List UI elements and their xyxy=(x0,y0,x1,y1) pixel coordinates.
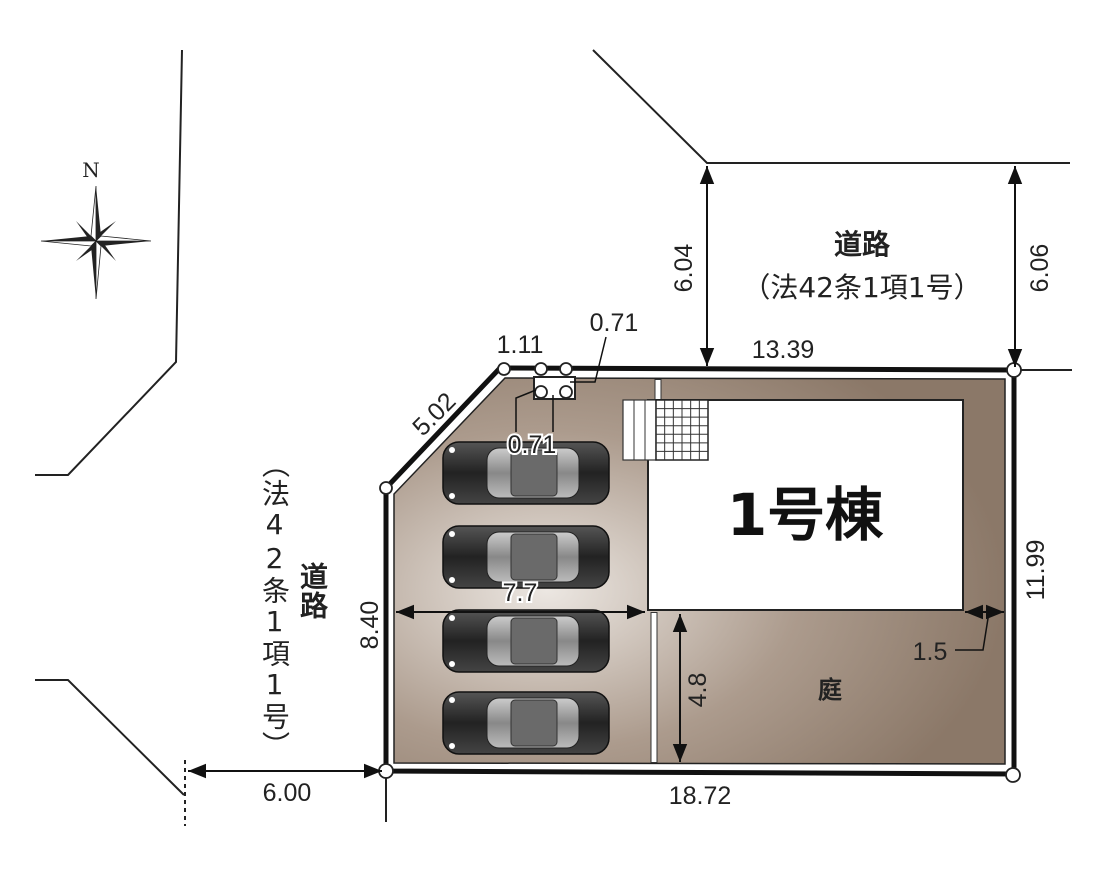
left-road-name: 道路 xyxy=(296,562,329,620)
dim-east-side: 11.99 xyxy=(1022,540,1050,601)
dimension-lines xyxy=(188,166,1023,779)
dim-left-road: 6.00 xyxy=(263,779,312,807)
top-road-name: 道路 xyxy=(834,228,891,261)
dim-corner-cut-top: 1.11 xyxy=(497,331,544,359)
dim-north-frontage: 13.39 xyxy=(752,336,815,364)
building-label: 1号棟 xyxy=(727,481,884,549)
left-road-type: （法42条1項1号） xyxy=(258,450,291,760)
dim-top-road-left: 6.04 xyxy=(670,244,698,293)
boundary-marker xyxy=(497,362,511,376)
left-road-upper-edge xyxy=(35,49,183,476)
dim-south-side: 18.72 xyxy=(669,782,732,810)
entrance-steps xyxy=(622,399,709,461)
parking-garden-divider xyxy=(650,379,662,763)
dim-side-setback: 1.5 xyxy=(913,638,948,666)
boundary-marker xyxy=(1005,767,1021,783)
compass-rose-icon xyxy=(40,185,152,300)
dim-top-road-right: 6.06 xyxy=(1026,244,1054,293)
lot-boundary xyxy=(383,365,1017,777)
boundary-marker xyxy=(534,362,548,376)
boundary-marker xyxy=(559,362,573,376)
left-road-lower-edge xyxy=(35,679,185,796)
parked-car xyxy=(442,525,610,589)
garden-label: 庭 xyxy=(818,676,842,704)
boundary-marker xyxy=(559,385,573,399)
parking-spaces xyxy=(442,441,610,755)
compass-north-label: N xyxy=(82,158,100,182)
dim-west-side: 8.40 xyxy=(356,601,384,650)
dim-meter-inner: 0.71 xyxy=(508,431,557,459)
dim-garden-depth: 4.8 xyxy=(684,673,712,708)
dim-meter-top: 0.71 xyxy=(590,309,639,337)
boundary-marker xyxy=(379,481,393,495)
parked-car xyxy=(442,691,610,755)
parked-car xyxy=(442,441,610,505)
dim-parking-depth: 7.7 xyxy=(503,579,538,607)
parked-car xyxy=(442,609,610,673)
road-boundaries xyxy=(35,49,1072,826)
top-road-type: （法42条1項1号） xyxy=(742,271,981,304)
top-road-edge xyxy=(592,49,1070,164)
boundary-marker xyxy=(534,385,548,399)
